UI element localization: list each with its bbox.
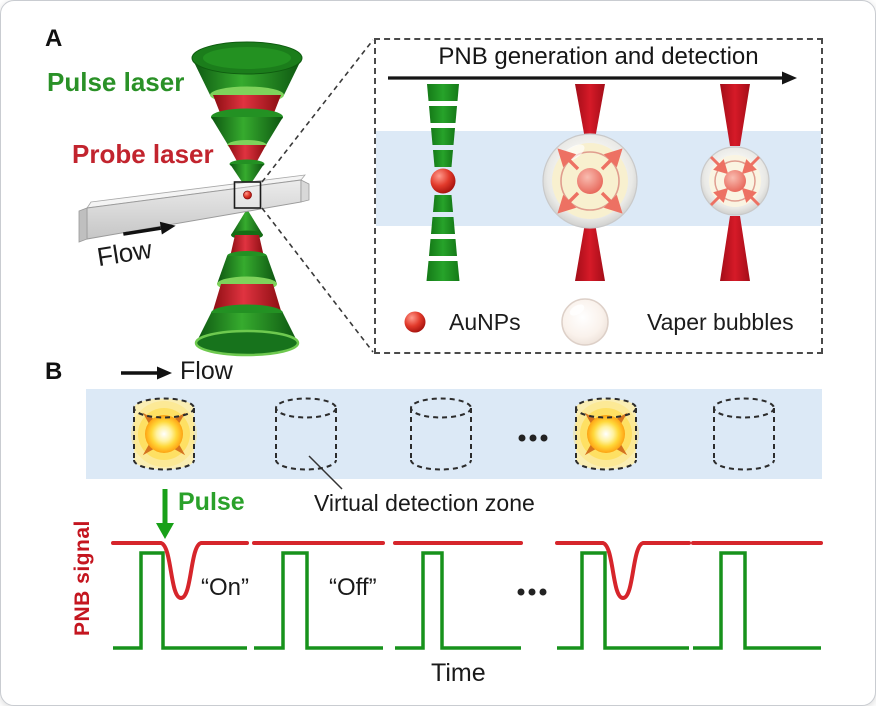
top-laser-cone-stack <box>191 41 303 188</box>
inset-title: PNB generation and detection <box>438 43 759 70</box>
pulse-laser-label: Pulse laser <box>47 67 185 97</box>
detection-zone-empty <box>713 397 775 471</box>
detection-zone-band <box>86 389 822 490</box>
flow-arrow-a <box>123 221 176 236</box>
bottom-laser-cone-stack <box>194 209 300 357</box>
signal-segment <box>691 541 823 650</box>
detection-zone-burst <box>573 397 639 471</box>
burst-flash-icon <box>145 415 183 453</box>
aunp-sphere-icon <box>404 311 426 333</box>
pulse-beam-hourglass <box>426 84 460 281</box>
pulse-arrow <box>156 489 174 539</box>
flow-arrow-b <box>121 366 172 380</box>
pnb-signal-dip-trace <box>555 541 691 601</box>
flow-channel-band <box>86 389 822 479</box>
generation-direction-arrow <box>388 71 797 85</box>
band-ellipsis <box>518 434 548 442</box>
legend-aunps-label: AuNPs <box>449 308 521 335</box>
on-state-label: “On” <box>201 574 249 601</box>
off-state-label: “Off” <box>329 574 377 601</box>
burst-flash-icon <box>587 415 625 453</box>
aunp-in-bubble <box>724 170 746 192</box>
signal-segment <box>393 541 523 650</box>
probe-gate-trace <box>113 551 247 650</box>
signal-segment: “On” <box>111 541 249 650</box>
time-axis-label: Time <box>431 659 486 687</box>
flow-channel-bar <box>78 174 310 243</box>
pnb-inset-box: PNB generation and detection <box>374 38 823 354</box>
flow-label-b: Flow <box>180 357 233 385</box>
detection-zone-empty <box>410 397 472 471</box>
probe-gate-trace <box>395 551 521 650</box>
signal-segment <box>555 541 691 650</box>
probe-beam-expanding-bubble <box>542 84 638 281</box>
signal-segment: “Off” <box>252 541 385 650</box>
probe-laser-label: Probe laser <box>72 139 214 169</box>
inset-connector-lines <box>261 39 374 353</box>
probe-beam-collapsing-bubble <box>700 84 770 281</box>
pnb-signal-dip-trace <box>111 541 249 601</box>
signal-ellipsis <box>517 588 547 596</box>
detection-zone-empty <box>275 397 337 471</box>
vapor-bubble-icon <box>561 298 609 346</box>
pnb-signal-plot: “On” “Off” <box>111 489 823 650</box>
expansion-arrows <box>557 148 623 214</box>
aunp-dot <box>243 190 252 200</box>
probe-gate-trace <box>254 551 383 650</box>
probe-gate-trace <box>693 551 821 650</box>
panel-a-label: A <box>45 25 63 52</box>
legend-aunps: AuNPs <box>402 306 521 338</box>
zone-pointer-line <box>308 455 343 490</box>
legend-vapor-bubbles: Vaper bubbles <box>559 294 794 350</box>
inset-artwork <box>376 71 821 281</box>
laser-focus-box <box>233 181 262 209</box>
detection-zone-burst <box>131 397 197 471</box>
panel-b-label: B <box>45 358 63 385</box>
pulse-label: Pulse <box>178 488 245 516</box>
virtual-detection-zone-label: Virtual detection zone <box>314 490 535 516</box>
aunp-sphere <box>430 168 456 194</box>
aunp-in-bubble <box>577 168 603 194</box>
legend-vapor-bubbles-label: Vaper bubbles <box>647 308 794 335</box>
probe-gate-trace <box>557 551 689 650</box>
collapse-arrows <box>709 155 761 207</box>
